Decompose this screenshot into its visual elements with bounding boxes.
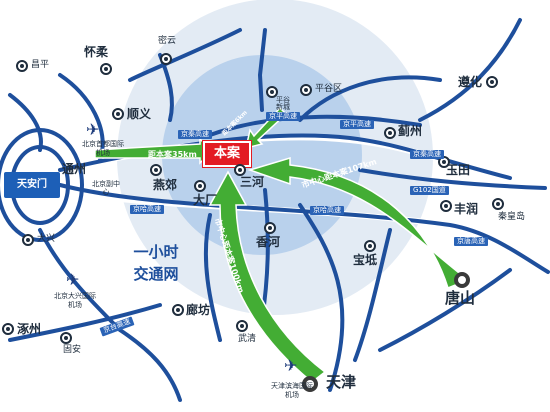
zunhua-dot: [486, 76, 498, 88]
zunhua-label: 遵化: [458, 75, 483, 89]
xianghe-dot: [264, 222, 276, 234]
sanhe-dot: [234, 164, 246, 176]
langfang-dot: [172, 304, 184, 316]
tianjin-pin: [302, 376, 318, 392]
road-label-jingping-2: 京平高速: [340, 120, 374, 129]
daxing-label: 大兴: [37, 234, 56, 244]
road-label-jingping: 京平高速: [266, 112, 300, 121]
one-hour-network-label: 一小时 交通网: [120, 241, 192, 285]
wuqing-dot: [236, 320, 248, 332]
changping-dot: [16, 60, 28, 72]
daxing-dot: [22, 234, 34, 246]
tongzhou-label: 通州: [62, 162, 87, 176]
baodi-label: 宝坻: [353, 253, 378, 267]
project-location-marker: 本案: [203, 141, 251, 167]
zhuozhou-dot: [2, 323, 14, 335]
shunyi-label: 顺义: [127, 107, 152, 121]
langfang-label: 廊坊: [186, 303, 211, 317]
huairou-label: 怀柔: [84, 45, 109, 59]
huairou-dot: [100, 63, 112, 75]
miyun-label: 密云: [158, 36, 177, 46]
shunyi-dot: [112, 108, 124, 120]
wuqing-label: 武清: [238, 334, 257, 344]
ring-line-2: 交通网: [133, 265, 179, 283]
yanjiao-dot: [150, 164, 162, 176]
sanhe-label: 三河: [240, 175, 265, 189]
yutian-dot: [438, 156, 450, 168]
tongzhou-cbd-label: 北京副中心: [92, 180, 120, 196]
pinggu-town-dot: [266, 86, 278, 98]
tangshan-pin: [454, 272, 470, 288]
fengrun-label: 丰润: [454, 202, 479, 216]
road-label-g102: G102国道: [410, 186, 449, 195]
tiananmen-landmark: 天安门: [4, 172, 60, 198]
road-label-jingha: 京哈高速: [130, 205, 164, 214]
tianjin-airport-label: 天津滨海国际机场: [271, 382, 313, 399]
capital-airport-icon: ✈: [86, 120, 100, 139]
xianghe-label: 香河: [256, 235, 281, 249]
qinhuangdao-dot: [492, 198, 504, 210]
changping-label: 昌平: [31, 60, 50, 70]
pinggu-label: 平谷区: [315, 84, 343, 94]
tangshan-label: 唐山: [445, 289, 476, 307]
tianjin-airport-icon: ✈: [284, 356, 298, 375]
road-label-jingqin: 京秦高速: [178, 130, 212, 139]
tianjin-label: 天津: [326, 373, 357, 391]
daxing-airport-label: 北京大兴国际机场: [54, 292, 96, 309]
tangshan-arrow: [247, 156, 470, 289]
dachang-label: 大厂: [193, 193, 218, 207]
pinggu-dot: [300, 84, 312, 96]
capital-airport-label: 北京首都国际机场: [82, 140, 124, 157]
jizhou-label: 蓟州: [398, 124, 423, 138]
pinggu-town-label: 平谷新城: [276, 96, 290, 111]
daxing-airport-icon: ✈: [66, 270, 80, 289]
yutian-label: 玉田: [446, 163, 471, 177]
beijing-distance-label: 距本案35km: [148, 150, 197, 159]
road-label-jingqin-2: 京秦高速: [410, 150, 444, 159]
guan-label: 固安: [63, 345, 82, 355]
yanjiao-label: 燕郊: [153, 178, 178, 192]
qinhuangdao-label: 秦皇岛: [498, 212, 526, 222]
guan-dot: [60, 332, 72, 344]
fengrun-dot: [440, 200, 452, 212]
baodi-dot: [364, 240, 376, 252]
road-label-jingha-2: 京哈高速: [310, 206, 344, 215]
tianjin-arrow: [208, 170, 327, 383]
jizhou-dot: [384, 127, 396, 139]
road-label-jingtang: 京唐高速: [454, 237, 488, 246]
dachang-dot: [194, 180, 206, 192]
ring-line-1: 一小时: [133, 243, 179, 261]
miyun-dot: [160, 53, 172, 65]
zhuozhou-label: 涿州: [17, 322, 42, 336]
